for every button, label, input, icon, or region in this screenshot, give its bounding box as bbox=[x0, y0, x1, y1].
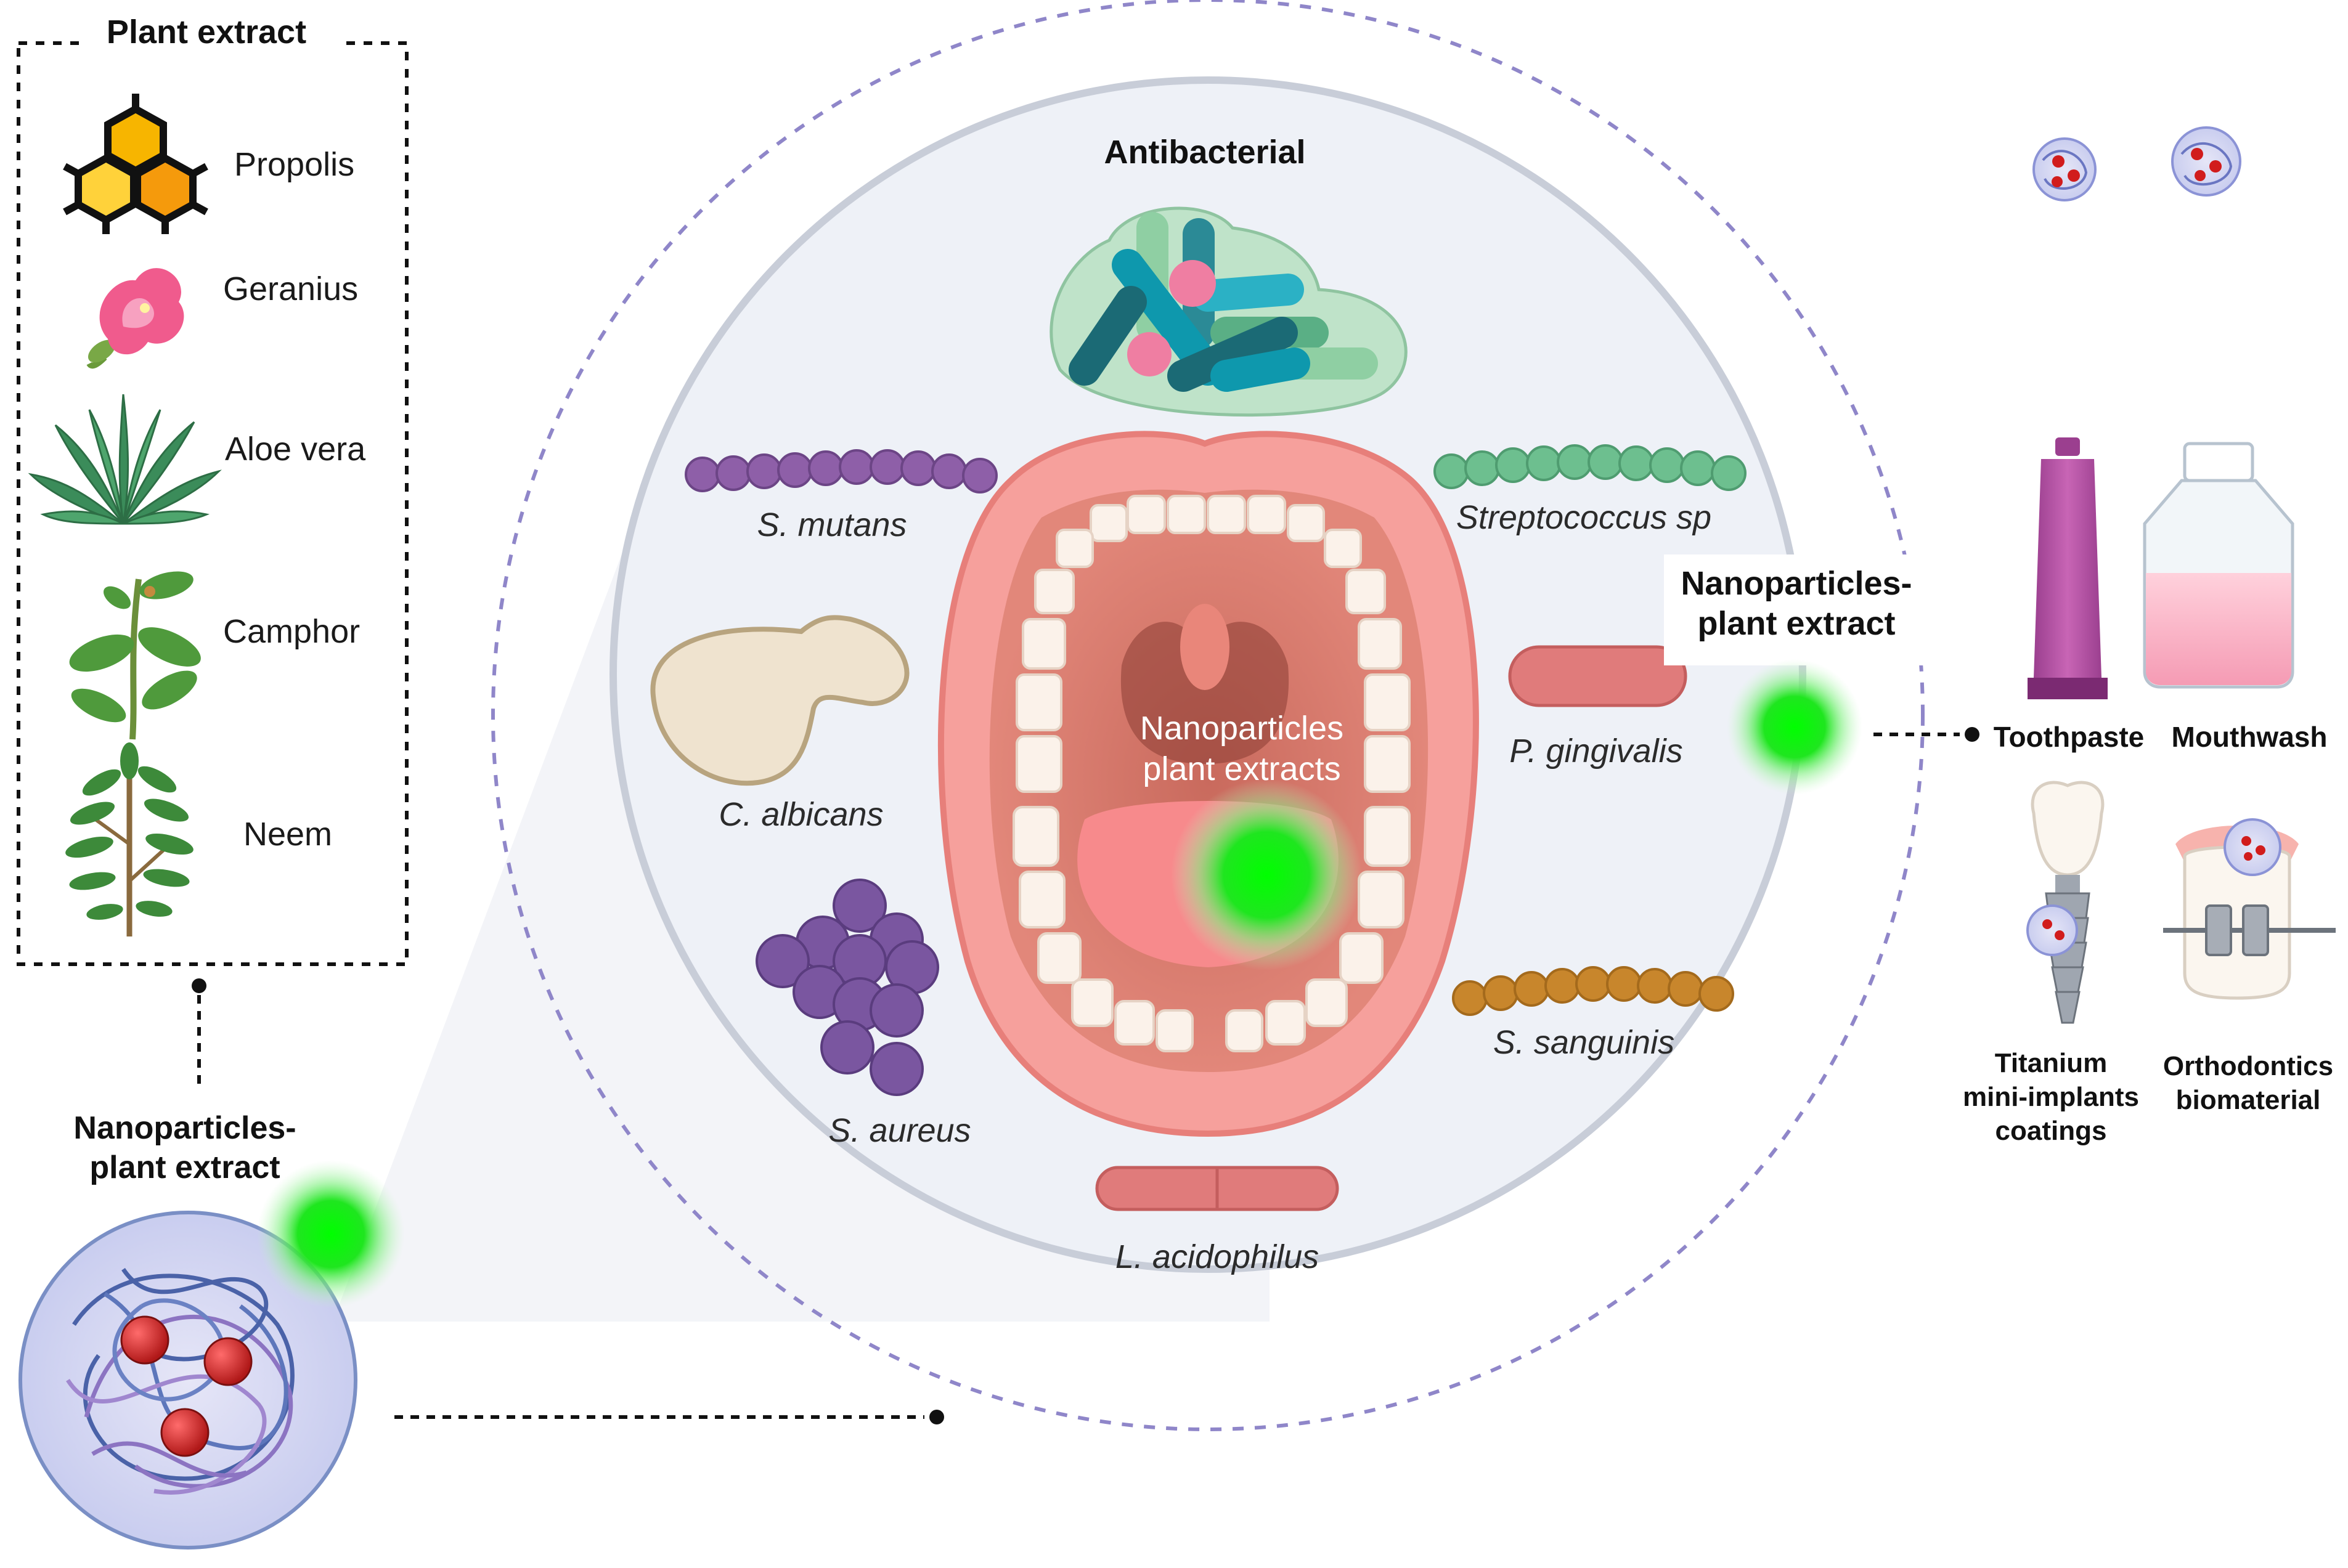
mini-nanoparticle-2 bbox=[2171, 126, 2241, 197]
honeycomb-icon bbox=[63, 94, 208, 234]
mouthwash-bottle-icon bbox=[2143, 442, 2294, 689]
streptococcus-label: Streptococcus sp bbox=[1456, 499, 1711, 536]
application-label-toothpaste: Toothpaste bbox=[1994, 721, 2144, 753]
np-left-core-2 bbox=[203, 1337, 253, 1386]
plant-item-label-propolis: Propolis bbox=[234, 146, 354, 183]
application-label-ortho-line1: Orthodontics bbox=[2163, 1051, 2333, 1081]
application-label-mouthwash: Mouthwash bbox=[2172, 721, 2328, 753]
orthodontic-bracket-icon bbox=[2163, 818, 2336, 1000]
connector-plant-to-np bbox=[192, 978, 206, 1087]
bacteria-streptococcus: Streptococcus sp bbox=[1433, 444, 1747, 536]
application-label-implant-line2: mini-implants bbox=[1963, 1082, 2139, 1112]
s-aureus-label: S. aureus bbox=[828, 1112, 971, 1149]
np-left-core-3 bbox=[160, 1408, 210, 1457]
aloe-plant-icon bbox=[28, 394, 222, 525]
dental-implant-icon bbox=[2026, 781, 2105, 1024]
toothpaste-tube-icon bbox=[2028, 437, 2108, 699]
connector-to-applications bbox=[1873, 727, 1979, 742]
neem-tree-icon bbox=[65, 742, 194, 936]
plant-item-label-geranius: Geranius bbox=[223, 270, 358, 307]
application-label-implant-line1: Titanium bbox=[1995, 1048, 2108, 1078]
outer-dashed-circle bbox=[491, 0, 1925, 1431]
plant-item-label-aloe-vera: Aloe vera bbox=[225, 431, 366, 468]
p-gingivalis-rod bbox=[1508, 645, 1687, 707]
mouth-label-line2: plant extracts bbox=[1143, 750, 1340, 787]
bacteria-s-aureus: S. aureus bbox=[756, 879, 971, 1149]
open-mouth-illustration: Nanoparticles plant extracts bbox=[937, 431, 1479, 1137]
nanoparticle-left: Nanoparticles- plant extract bbox=[18, 1110, 405, 1550]
s-mutans-chain bbox=[685, 449, 998, 494]
np-right-label-line1: Nanoparticles- bbox=[1681, 565, 1912, 602]
bacteria-c-albicans: C. albicans bbox=[650, 615, 910, 833]
application-label-implant-line3: coatings bbox=[1995, 1116, 2107, 1146]
bacteria-s-sanguinis: S. sanguinis bbox=[1452, 966, 1734, 1061]
plant-panel-title: Plant extract bbox=[107, 14, 306, 51]
np-right-label-line2: plant extract bbox=[1697, 605, 1895, 642]
np-right-glow bbox=[1727, 659, 1862, 795]
np-right-label-bg bbox=[1664, 554, 1935, 665]
streptococcus-chain bbox=[1433, 444, 1747, 491]
s-sanguinis-label: S. sanguinis bbox=[1493, 1024, 1674, 1061]
s-aureus-cluster bbox=[756, 879, 939, 1096]
bacteria-p-gingivalis: P. gingivalis bbox=[1508, 645, 1687, 770]
connector-np-to-circle bbox=[394, 1410, 944, 1424]
plant-panel-title-bg bbox=[80, 12, 339, 55]
l-acidophilus-label: L. acidophilus bbox=[1115, 1238, 1319, 1275]
p-gingivalis-label: P. gingivalis bbox=[1509, 733, 1682, 770]
np-left-label-line2: plant extract bbox=[89, 1150, 280, 1185]
c-albicans-yeast-shape bbox=[650, 615, 910, 786]
s-sanguinis-chain bbox=[1452, 966, 1734, 1016]
plant-extract-panel: Plant extract Propolis bbox=[17, 12, 409, 966]
antibacterial-capsules-icon bbox=[1050, 206, 1408, 417]
mini-nanoparticle-1 bbox=[2032, 137, 2097, 201]
bacteria-l-acidophilus: L. acidophilus bbox=[1095, 1166, 1339, 1275]
antibacterial-title: Antibacterial bbox=[1104, 134, 1305, 171]
bacteria-s-mutans: S. mutans bbox=[685, 449, 998, 543]
np-left-glow bbox=[257, 1160, 405, 1308]
camphor-branch-icon bbox=[69, 571, 201, 740]
np-left-label-line1: Nanoparticles- bbox=[73, 1110, 296, 1146]
application-label-ortho-line2: biomaterial bbox=[2176, 1085, 2321, 1115]
flower-icon bbox=[86, 268, 184, 369]
plant-item-label-camphor: Camphor bbox=[223, 613, 360, 650]
s-mutans-label: S. mutans bbox=[757, 506, 907, 543]
plant-item-label-neem: Neem bbox=[243, 816, 332, 853]
c-albicans-label: C. albicans bbox=[719, 796, 883, 833]
np-left-core-1 bbox=[120, 1315, 169, 1365]
mouth-np-glow bbox=[1171, 779, 1362, 970]
mouth-label-line1: Nanoparticles bbox=[1140, 710, 1343, 747]
